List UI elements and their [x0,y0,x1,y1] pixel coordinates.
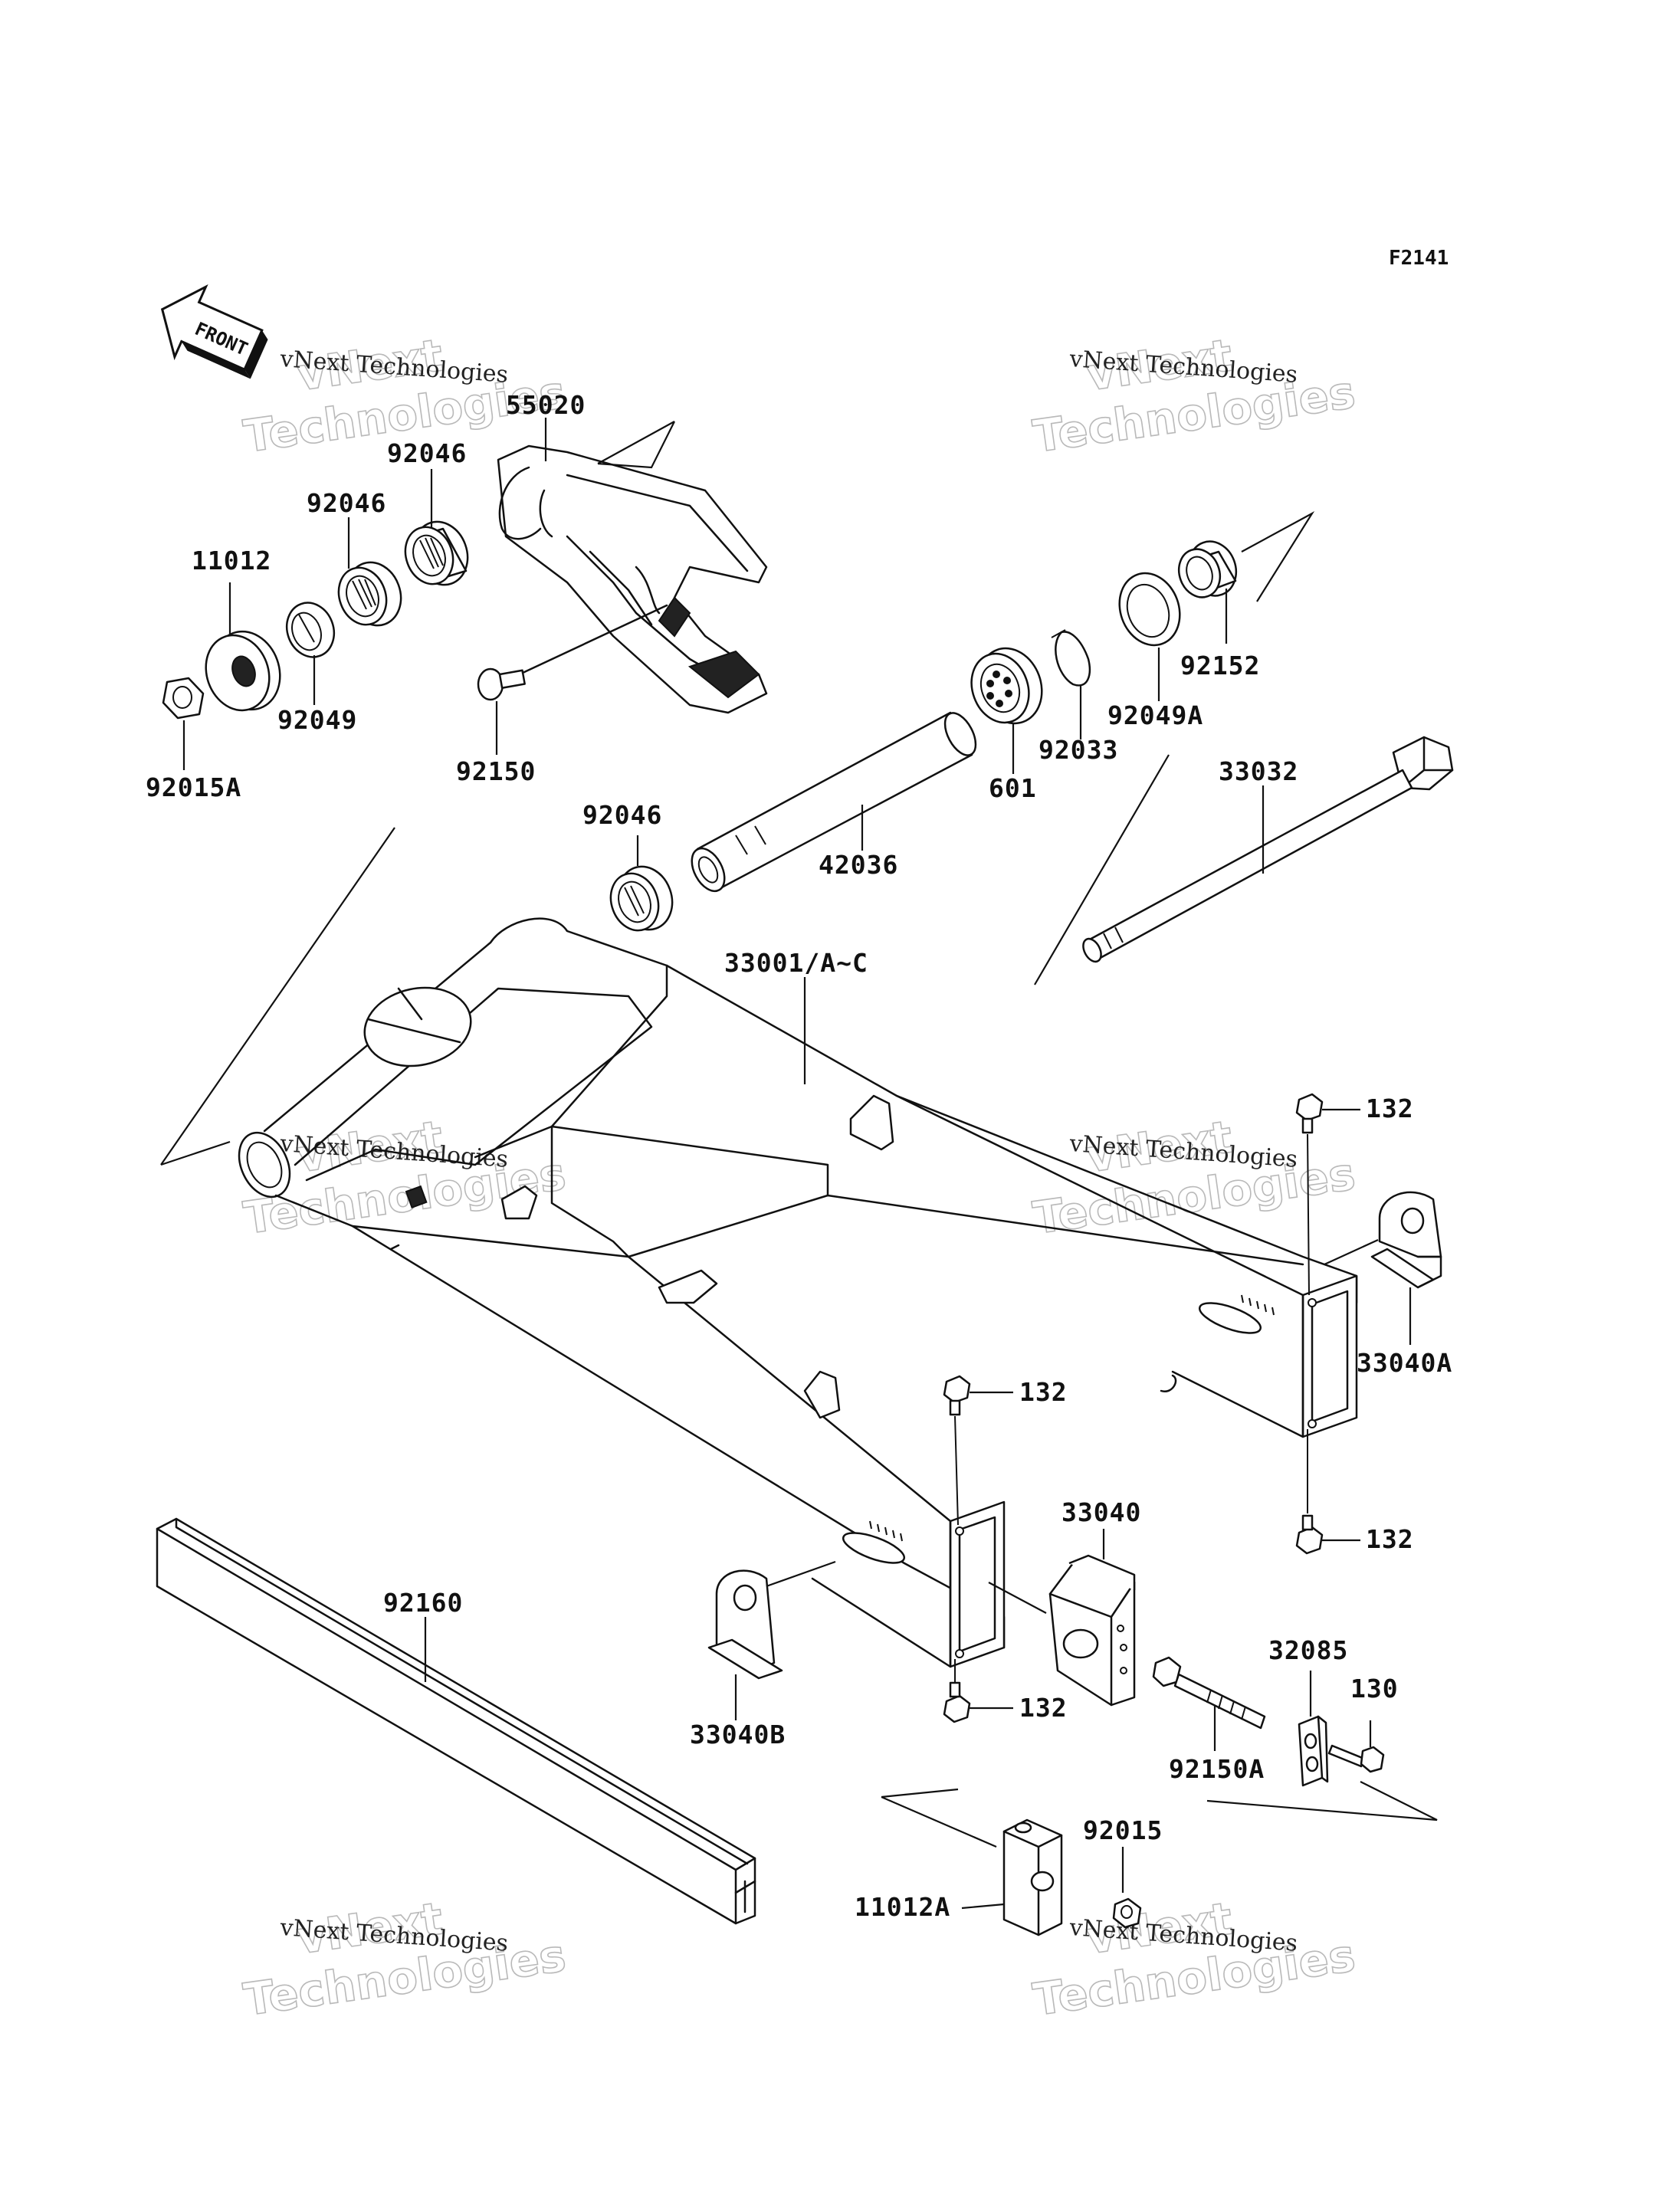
label-92150[interactable]: 92150 [456,756,536,786]
part-92150A-bolt[interactable] [1152,1656,1266,1730]
label-33001[interactable]: 33001/A~C [724,948,868,978]
label-33040[interactable]: 33040 [1061,1497,1141,1527]
label-92049A[interactable]: 92049A [1107,700,1203,730]
label-33040A[interactable]: 33040A [1357,1348,1452,1378]
part-11012-cap[interactable] [195,622,290,720]
part-92152-collar[interactable] [1173,535,1244,603]
part-92160-chain-slipper[interactable] [156,1517,756,1925]
label-92150A[interactable]: 92150A [1169,1754,1265,1784]
part-92049-seal[interactable] [279,596,341,664]
front-arrow-icon: FRONT [160,284,268,379]
label-92015A[interactable]: 92015A [146,772,241,802]
label-92152[interactable]: 92152 [1180,651,1260,680]
part-130-bolt[interactable] [1327,1744,1385,1773]
label-92160[interactable]: 92160 [383,1588,463,1618]
part-132-bolt-b[interactable] [943,1375,971,1416]
label-92046-b[interactable]: 92046 [307,488,386,518]
part-92046-bearing-middle[interactable] [331,555,410,633]
part-132-bolt-c[interactable] [1295,1514,1324,1555]
figure-code: F2141 [1389,247,1449,270]
watermark-6: vNext Technologies [1029,1892,1359,2027]
label-132-c[interactable]: 132 [1366,1524,1414,1554]
label-130[interactable]: 130 [1350,1674,1399,1703]
part-33040A-bracket[interactable] [1370,1191,1442,1289]
watermark-5: vNext Technologies [240,1892,569,2027]
label-42036[interactable]: 42036 [819,850,898,880]
part-92046-bearing-lower[interactable] [603,859,681,937]
label-601[interactable]: 601 [989,773,1037,803]
part-92033-circlip[interactable] [1051,629,1091,687]
part-42036-sleeve[interactable] [685,708,982,897]
label-92015[interactable]: 92015 [1083,1815,1163,1845]
label-132-d[interactable]: 132 [1019,1693,1068,1723]
label-92046-a[interactable]: 92046 [387,438,467,468]
label-33040B[interactable]: 33040B [690,1720,786,1749]
label-92046-c[interactable]: 92046 [582,800,662,830]
part-92049A-seal[interactable] [1110,565,1189,654]
part-92150-bolt[interactable] [477,604,668,701]
part-92015-nut[interactable] [1112,1897,1142,1929]
part-32085-plate[interactable] [1298,1715,1329,1787]
part-33040-adjuster[interactable] [1048,1554,1136,1707]
part-33032-pivot-bolt[interactable] [1080,736,1454,965]
part-132-bolt-d[interactable] [943,1681,971,1723]
label-55020[interactable]: 55020 [506,390,586,420]
part-132-bolt-a[interactable] [1295,1093,1324,1134]
label-92033[interactable]: 92033 [1039,735,1118,765]
part-92046-bearing-upper[interactable] [398,514,477,592]
part-92015A-nut[interactable] [162,677,205,720]
label-132-a[interactable]: 132 [1366,1094,1414,1123]
part-11012A-block[interactable] [1002,1818,1063,1936]
part-33040B-bracket[interactable] [707,1569,783,1680]
label-132-b[interactable]: 132 [1019,1377,1068,1407]
label-92049[interactable]: 92049 [277,705,357,735]
label-32085[interactable]: 32085 [1268,1635,1348,1665]
label-11012[interactable]: 11012 [192,546,271,575]
label-11012A[interactable]: 11012A [855,1892,950,1922]
watermark-2: vNext Technologies [1029,329,1359,464]
part-601-ball-bearing[interactable] [962,639,1052,732]
part-33001-swingarm[interactable] [229,917,1358,1668]
label-33032[interactable]: 33032 [1219,756,1298,786]
part-55020-chain-guide[interactable] [497,444,768,714]
